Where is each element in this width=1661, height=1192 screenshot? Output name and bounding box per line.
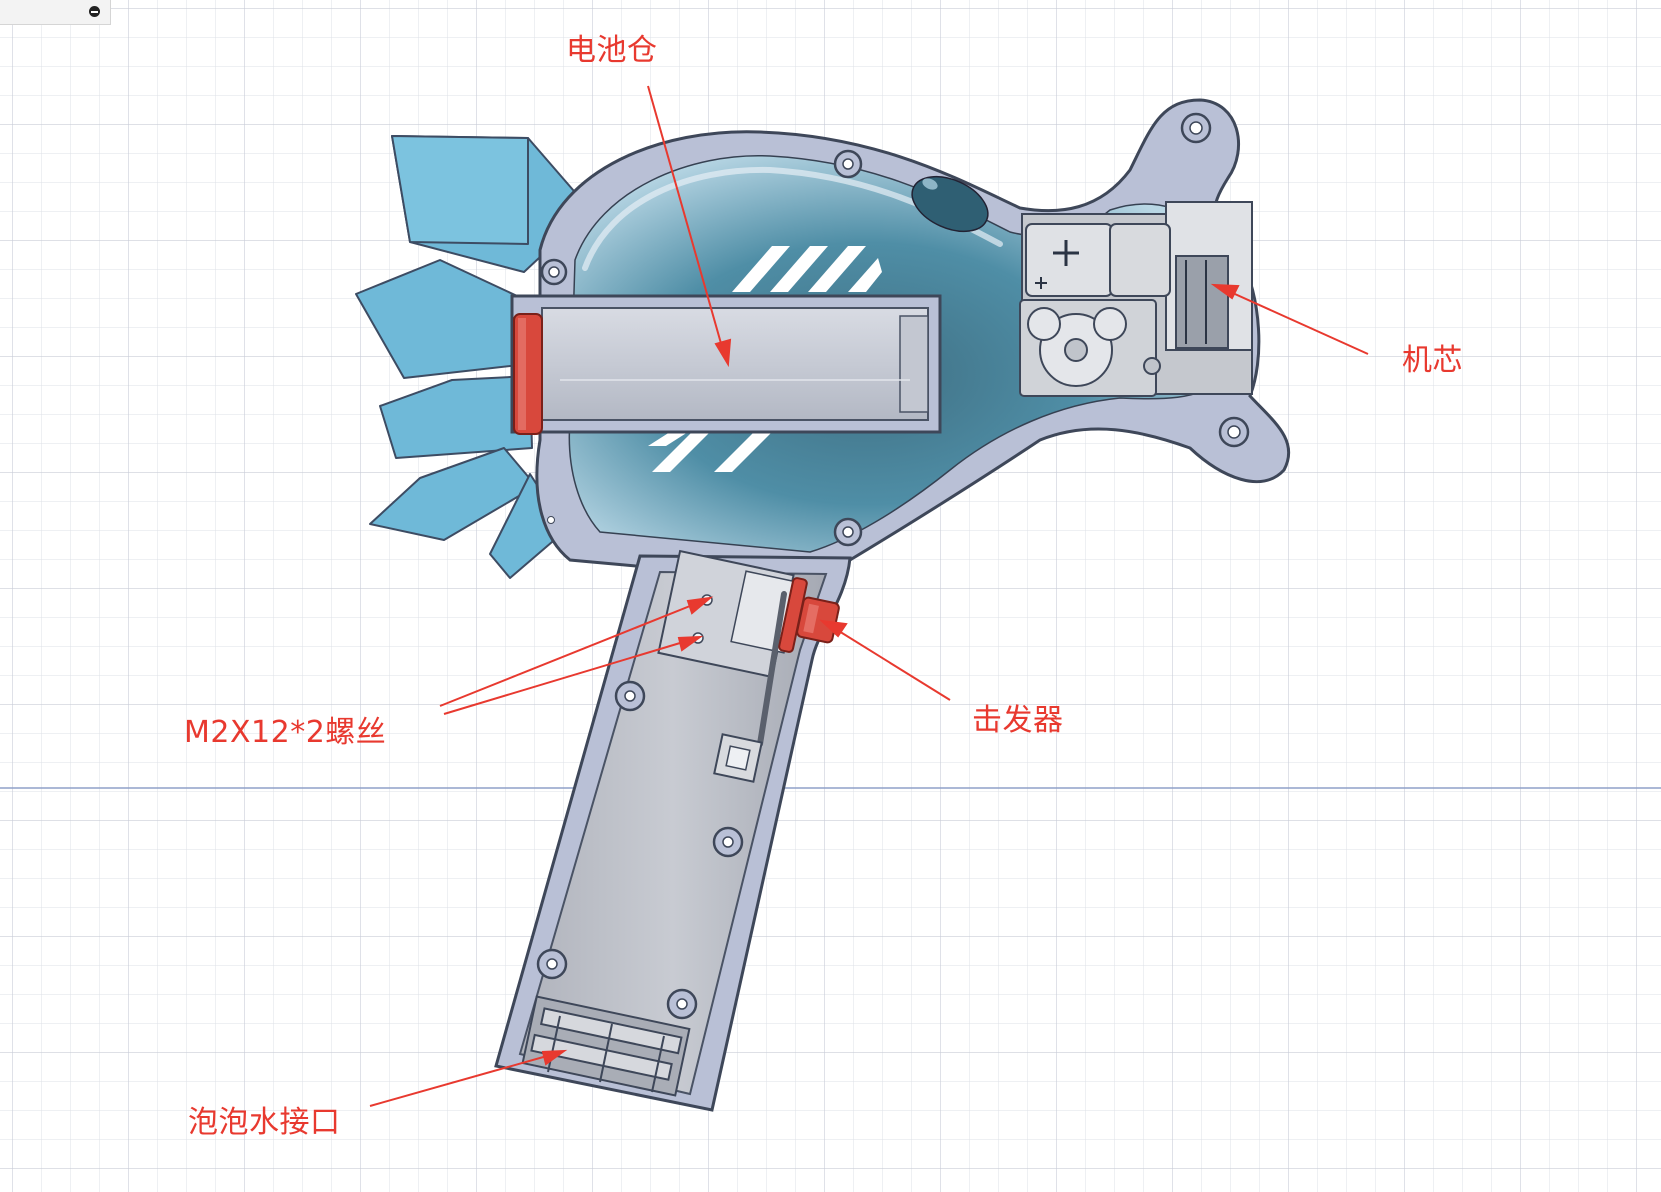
fan-blade xyxy=(391,135,529,245)
screws-arrow-1 xyxy=(439,596,714,707)
fan-blade xyxy=(369,447,537,541)
label-screws: M2X12*2螺丝 xyxy=(184,715,387,750)
body-bump xyxy=(911,175,989,233)
label-bubble-interface: 泡泡水接口 xyxy=(188,1105,341,1140)
screws-arrow-2 xyxy=(443,635,704,715)
callout-arrows xyxy=(369,85,1369,1107)
battery-cylinder xyxy=(541,307,929,421)
trigger-button xyxy=(778,577,840,653)
gun-body xyxy=(494,98,1291,1112)
bubble-arrow xyxy=(369,1049,568,1107)
trigger-lever xyxy=(757,591,787,747)
battery-arrow xyxy=(647,85,732,368)
fan-blades xyxy=(355,135,581,579)
screw-holes xyxy=(548,121,1241,538)
trigger-arrow xyxy=(819,619,951,701)
minus-circle-icon[interactable] xyxy=(89,6,100,17)
movement-arrow xyxy=(1210,283,1369,355)
label-movement: 机芯 xyxy=(1402,343,1463,378)
collapse-tab[interactable] xyxy=(0,0,111,25)
bubble-interface xyxy=(521,995,691,1097)
label-battery-compartment: 电池仓 xyxy=(566,33,658,68)
vent-slots xyxy=(648,246,882,472)
movement-mechanism xyxy=(1019,201,1253,397)
label-trigger: 击发器 xyxy=(972,703,1064,738)
battery-cap-end xyxy=(899,315,929,413)
